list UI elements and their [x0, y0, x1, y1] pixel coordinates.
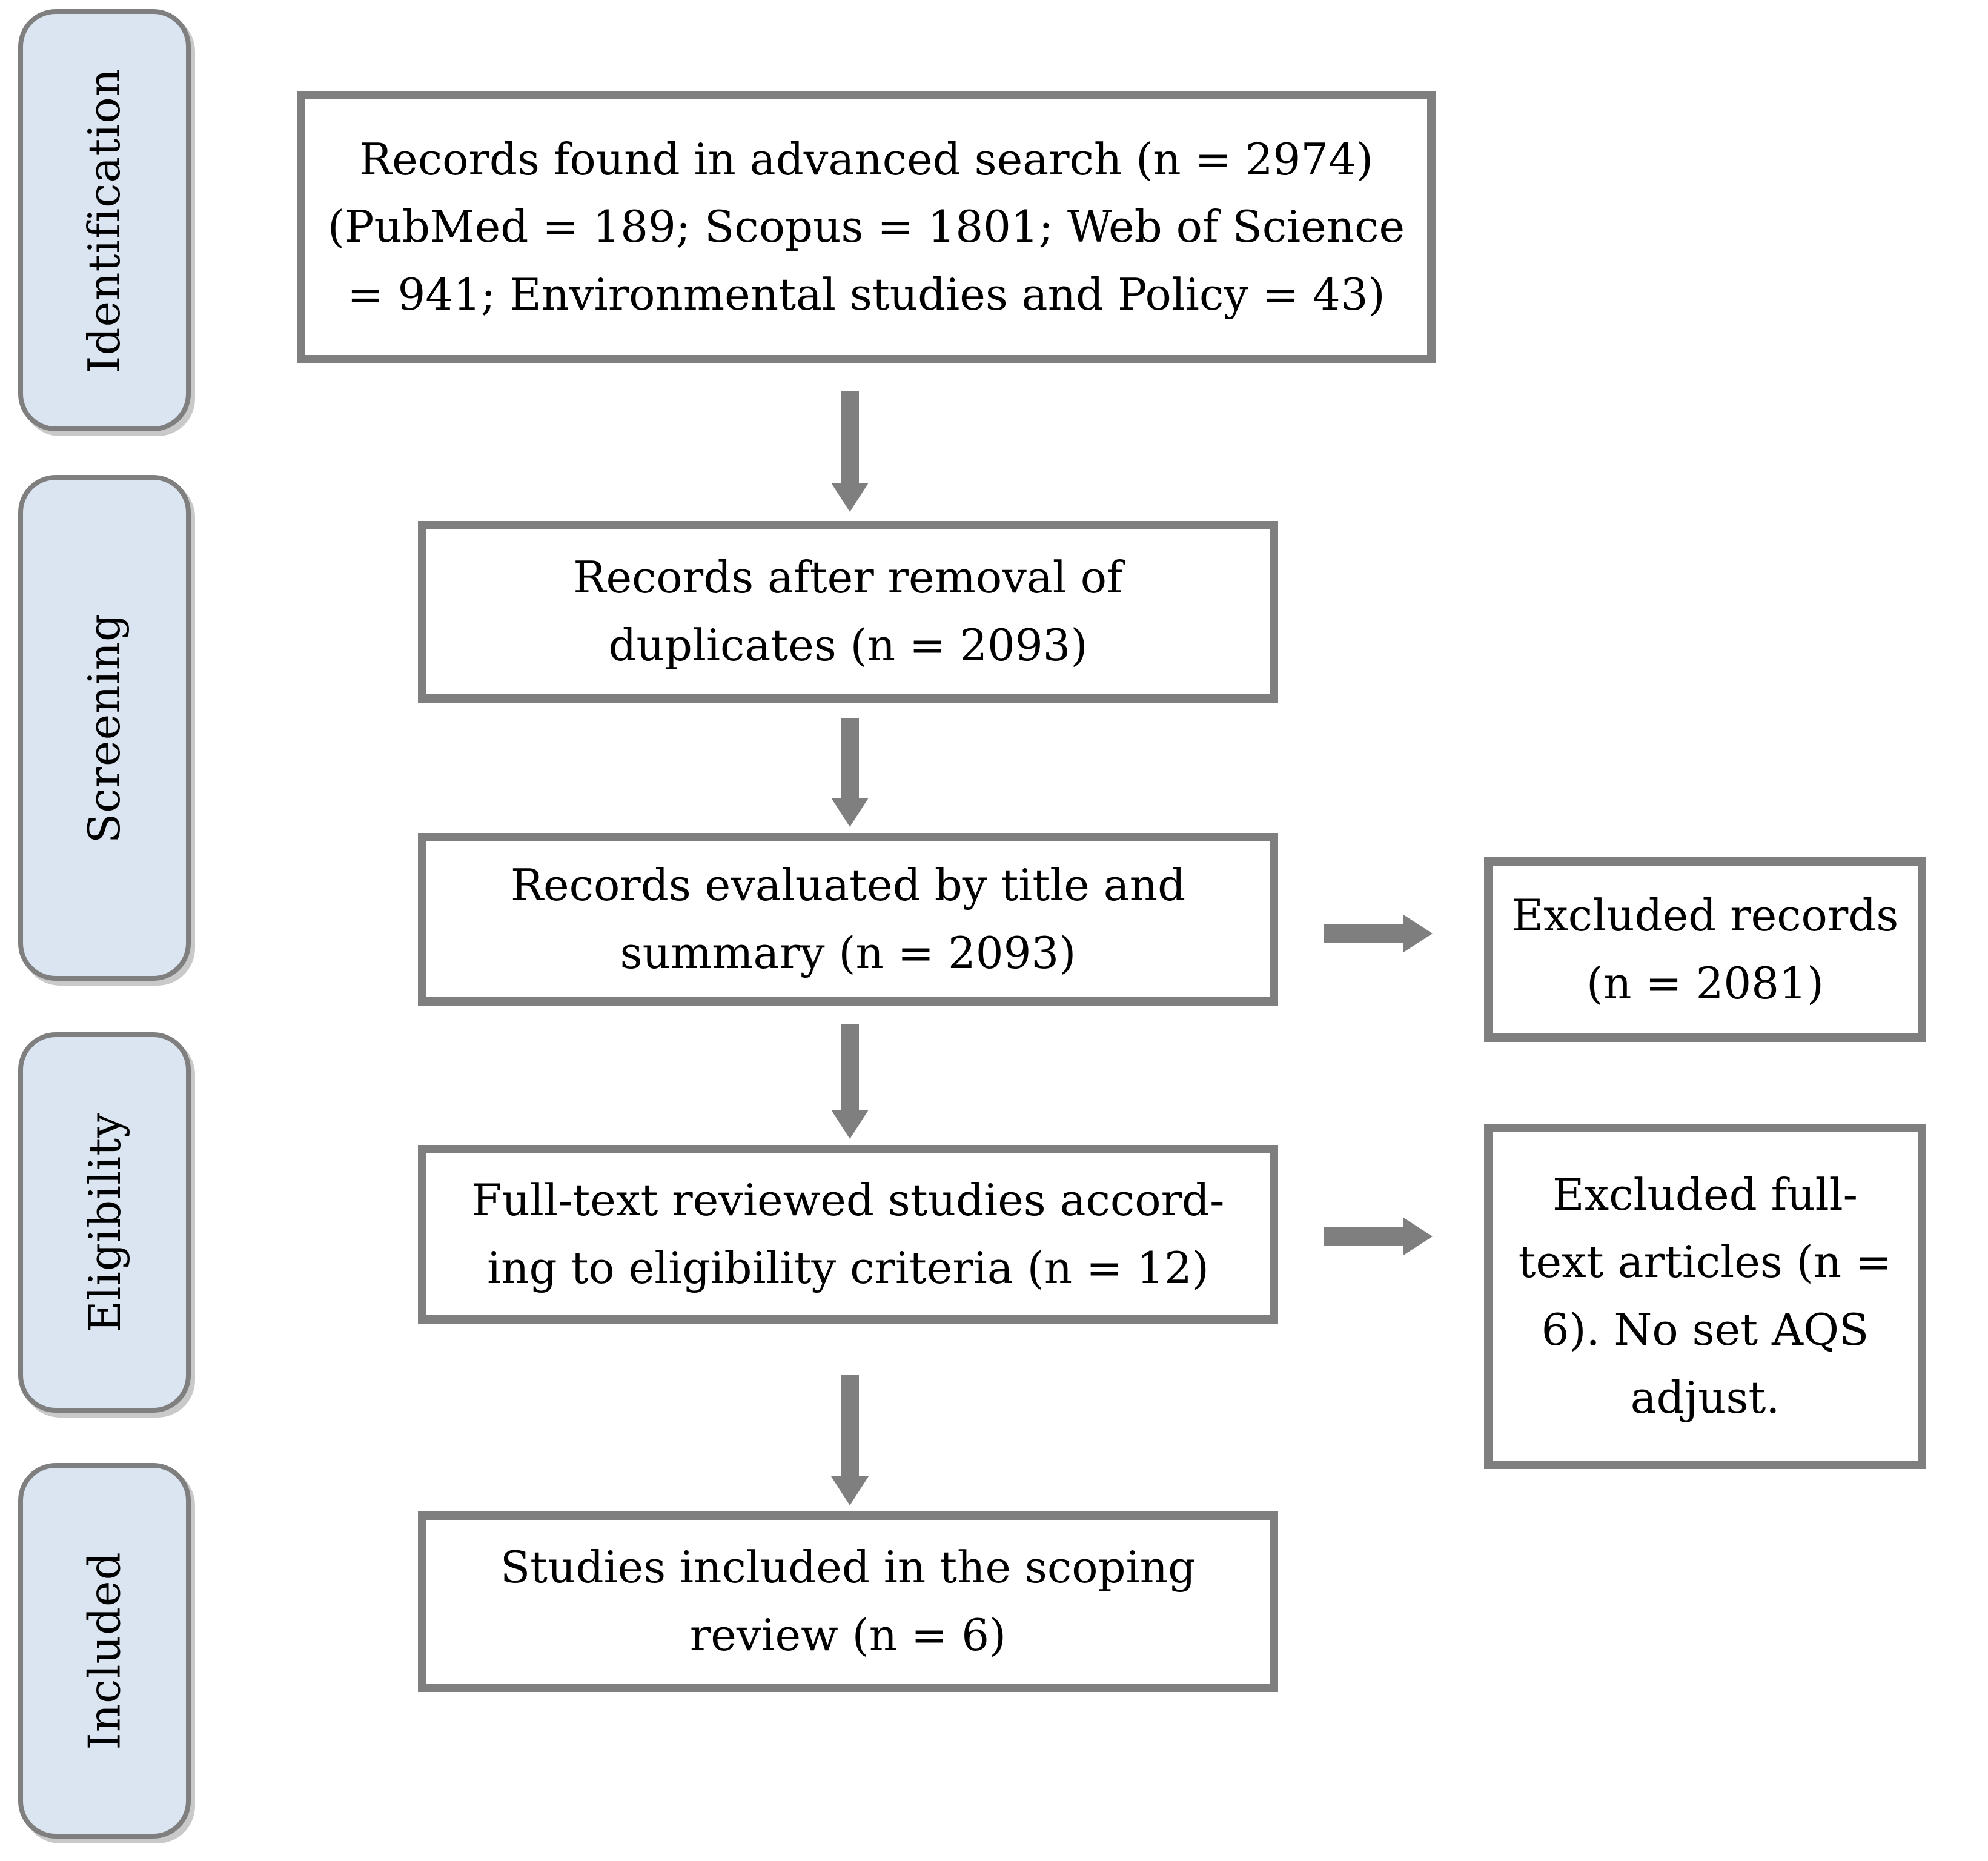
arrow-head	[831, 1110, 869, 1139]
right-arrow-icon	[1324, 1218, 1433, 1255]
arrow-head	[831, 483, 869, 512]
text-line: = 941; Environmental studies and Policy …	[347, 268, 1385, 320]
text-line: Records after removal of	[573, 552, 1123, 603]
text-line: Studies included in the scoping	[500, 1542, 1196, 1593]
stage-identification-label: Identification	[79, 67, 130, 373]
text-line: Full-text reviewed studies accord-	[471, 1174, 1225, 1226]
text-line: 6). No set AQS	[1541, 1304, 1869, 1355]
arrow-shaft	[841, 391, 859, 483]
flow-box-records-found: Records found in advanced search (n = 29…	[297, 91, 1436, 363]
arrow-shaft	[841, 718, 859, 798]
stage-screening: Screening	[18, 475, 191, 981]
arrow-shaft	[1324, 1227, 1403, 1246]
text-line: Excluded records	[1511, 889, 1899, 941]
arrow-head	[831, 798, 869, 827]
down-arrow-icon	[831, 391, 869, 512]
stage-eligibility-label: Eligibility	[79, 1112, 130, 1333]
stage-included-label: Included	[79, 1551, 130, 1750]
flow-box-title-summary: Records evaluated by title and summary (…	[418, 833, 1278, 1006]
text-line: review (n = 6)	[689, 1610, 1007, 1660]
down-arrow-icon	[831, 1024, 869, 1139]
arrow-head	[831, 1476, 869, 1505]
arrow-shaft	[841, 1375, 859, 1476]
text-line: (n = 2081)	[1586, 957, 1824, 1009]
text-line: duplicates (n = 2093)	[608, 620, 1088, 671]
flow-box-after-duplicates: Records after removal of duplicates (n =…	[418, 521, 1278, 703]
stage-screening-label: Screening	[79, 612, 130, 843]
stage-included: Included	[18, 1463, 191, 1839]
text-line: ing to eligibility criteria (n = 12)	[487, 1242, 1209, 1293]
arrow-shaft	[841, 1024, 859, 1110]
arrow-head	[1403, 1218, 1433, 1255]
flow-box-full-text-review: Full-text reviewed studies accord- ing t…	[418, 1145, 1278, 1324]
down-arrow-icon	[831, 718, 869, 827]
flow-box-included-studies: Studies included in the scoping review (…	[418, 1511, 1278, 1692]
arrow-head	[1403, 915, 1433, 952]
arrow-shaft	[1324, 924, 1403, 943]
text-line: adjust.	[1630, 1372, 1780, 1423]
text-line: Excluded full-	[1552, 1169, 1858, 1220]
right-arrow-icon	[1324, 915, 1433, 952]
text-line: (PubMed = 189; Scopus = 1801; Web of Sci…	[327, 201, 1405, 253]
side-box-excluded-records: Excluded records (n = 2081)	[1484, 857, 1926, 1042]
text-line: text articles (n =	[1518, 1236, 1892, 1288]
down-arrow-icon	[831, 1375, 869, 1505]
stage-identification: Identification	[18, 9, 191, 431]
text-line: Records evaluated by title and	[510, 859, 1186, 911]
side-box-excluded-full-text: Excluded full- text articles (n = 6). No…	[1484, 1124, 1926, 1469]
text-line: Records found in advanced search (n = 29…	[359, 133, 1374, 185]
stage-eligibility: Eligibility	[18, 1032, 191, 1413]
text-line: summary (n = 2093)	[620, 927, 1076, 978]
